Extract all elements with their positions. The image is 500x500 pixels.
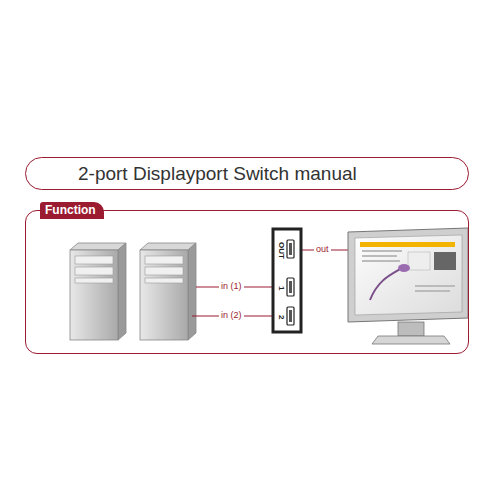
monitor (348, 228, 468, 344)
signal-label: in (2) (219, 310, 244, 320)
signal-label: out (314, 244, 331, 254)
section-tab: Function (40, 202, 104, 219)
function-panel: FunctionOUT12 (25, 210, 469, 354)
port-label: OUT (277, 242, 286, 259)
signal-label: in (1) (219, 281, 244, 291)
port-label: 2 (277, 315, 286, 319)
title-band: 2-port Displayport Switch manual (25, 157, 469, 190)
title: 2-port Displayport Switch manual (78, 163, 357, 185)
switch-box: OUT 1 2 (274, 230, 302, 333)
pc-tower (70, 243, 126, 340)
switch-box (273, 229, 301, 332)
port-label: 1 (277, 286, 286, 290)
pc-tower (140, 243, 196, 340)
